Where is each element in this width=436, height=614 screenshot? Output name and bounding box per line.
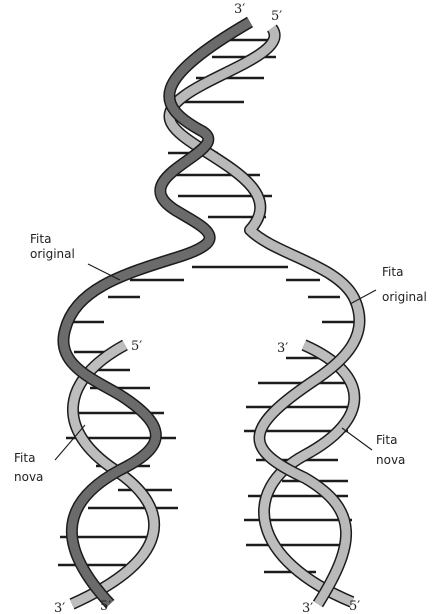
leader-right-new (342, 428, 372, 450)
label-bottom-left-5prime: 5′ (100, 599, 111, 614)
base-pairs (58, 40, 358, 572)
strands (63, 22, 359, 604)
label-bottom-right-3prime: 3′ (302, 601, 313, 614)
label-right-new-line1: Fita (376, 433, 397, 447)
label-bottom-left-3prime: 3′ (54, 601, 65, 614)
label-left-new-5prime: 5′ (131, 339, 142, 354)
label-top-3prime: 3′ (234, 2, 245, 17)
label-left-original-line2: original (30, 247, 75, 261)
label-right-new-3prime: 3′ (277, 341, 288, 356)
label-top-5prime: 5′ (271, 9, 282, 24)
label-right-original-line1: Fita (382, 265, 403, 279)
label-left-original-line1: Fita (30, 232, 51, 246)
leader-left-original (88, 264, 120, 280)
label-right-new-line2: nova (376, 453, 405, 467)
label-bottom-right-5prime: 5′ (349, 599, 360, 614)
label-right-original-line2: original (382, 290, 427, 304)
label-left-new-line1: Fita (14, 451, 35, 465)
label-left-new-line2: nova (14, 470, 43, 484)
